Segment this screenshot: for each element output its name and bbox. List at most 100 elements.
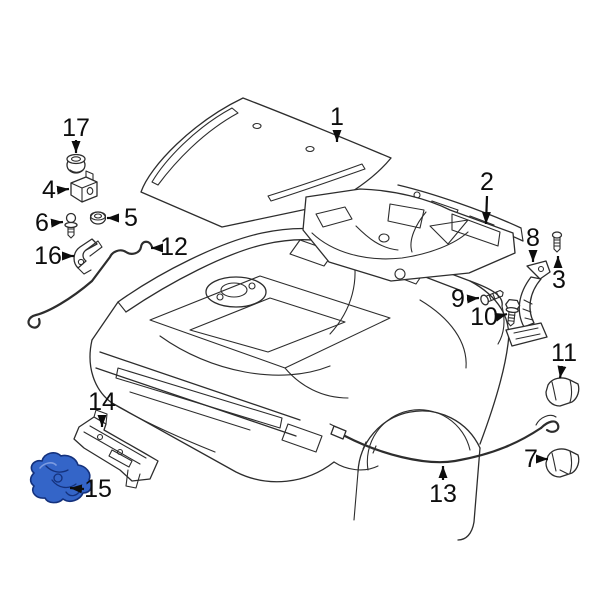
artwork-line — [89, 425, 147, 459]
artwork-line — [469, 280, 510, 445]
body-structure-illustration — [89, 184, 524, 541]
artwork-line — [539, 420, 560, 433]
callout-part-5[interactable]: 5 — [107, 204, 138, 232]
artwork-line — [520, 227, 524, 242]
artwork-line — [69, 169, 84, 173]
artwork-line — [362, 441, 377, 454]
part-8-hood-hinge[interactable] — [505, 260, 551, 347]
artwork-line — [53, 473, 63, 483]
label-part-16[interactable]: 16 — [34, 242, 62, 270]
label-part-6[interactable]: 6 — [35, 209, 49, 237]
artwork-line — [333, 461, 379, 471]
artwork-line — [457, 447, 481, 541]
artwork-line — [281, 423, 323, 453]
artwork-line — [481, 195, 491, 225]
callout-part-8[interactable]: 8 — [526, 224, 540, 262]
part-4-prop-rod-bracket[interactable] — [70, 170, 98, 203]
part-7-cable-clip[interactable] — [545, 448, 580, 478]
callout-part-13[interactable]: 13 — [429, 466, 457, 508]
artwork-line — [397, 184, 522, 229]
artwork-line — [67, 228, 75, 233]
part-13-hood-release-cable[interactable] — [329, 414, 560, 464]
label-part-2[interactable]: 2 — [480, 168, 494, 196]
part-3-hinge-screw[interactable] — [551, 231, 563, 253]
artwork-line — [66, 153, 86, 165]
artwork-line — [505, 322, 548, 347]
artwork-line — [83, 431, 141, 465]
artwork-line — [569, 450, 573, 474]
callout-part-6[interactable]: 6 — [35, 209, 64, 237]
callout-part-4[interactable]: 4 — [42, 176, 70, 204]
callout-part-1[interactable]: 1 — [330, 103, 344, 142]
callout-part-17[interactable]: 17 — [62, 114, 90, 153]
artwork-line — [86, 187, 94, 195]
artwork-line — [355, 225, 399, 251]
artwork-line — [557, 365, 567, 379]
label-part-13[interactable]: 13 — [429, 480, 457, 508]
label-part-12[interactable]: 12 — [160, 233, 188, 261]
artwork-line — [115, 367, 283, 429]
part-10-hinge-bolt[interactable] — [504, 298, 521, 327]
part-12-hood-prop-rod[interactable] — [27, 240, 154, 329]
callout-part-9[interactable]: 9 — [451, 285, 480, 313]
artwork-line — [77, 267, 92, 275]
artwork-line — [518, 276, 542, 328]
artwork-line — [252, 122, 262, 130]
artwork-line — [505, 306, 519, 314]
artwork-line — [89, 339, 335, 483]
part-9-hinge-front-screw[interactable] — [479, 288, 505, 306]
label-part-17[interactable]: 17 — [62, 114, 90, 142]
part-5-grommet-nut[interactable] — [89, 211, 107, 225]
artwork-line — [85, 240, 103, 257]
label-part-15[interactable]: 15 — [84, 475, 112, 503]
callouts: 1 2 3 4 5 6 7 8 — [34, 103, 577, 508]
artwork-line — [69, 484, 85, 494]
label-part-5[interactable]: 5 — [124, 204, 138, 232]
label-part-14[interactable]: 14 — [88, 388, 116, 416]
label-part-4[interactable]: 4 — [42, 176, 56, 204]
artwork-line — [419, 299, 467, 369]
artwork-line — [330, 425, 347, 440]
callout-part-14[interactable]: 14 — [88, 388, 116, 427]
callout-part-11[interactable]: 11 — [551, 339, 577, 379]
artwork-line — [108, 449, 133, 468]
callout-part-2[interactable]: 2 — [480, 168, 494, 225]
label-part-9[interactable]: 9 — [451, 285, 465, 313]
artwork-line — [248, 282, 256, 290]
artwork-line — [77, 258, 85, 266]
callout-part-10[interactable]: 10 — [470, 303, 508, 331]
part-11-hood-bumper[interactable] — [545, 377, 580, 407]
callout-part-15[interactable]: 15 — [69, 475, 112, 503]
artwork-line — [89, 211, 107, 221]
label-part-10[interactable]: 10 — [470, 303, 498, 331]
label-part-7[interactable]: 7 — [524, 445, 538, 473]
label-part-1[interactable]: 1 — [330, 103, 344, 131]
label-part-11[interactable]: 11 — [551, 339, 577, 367]
artwork-line — [189, 297, 346, 353]
artwork-line — [551, 381, 557, 401]
artwork-line — [56, 185, 70, 195]
part-6-ball-stud-bolt[interactable] — [64, 212, 78, 239]
callout-part-12[interactable]: 12 — [151, 233, 188, 261]
part-15-hood-latch[interactable] — [29, 452, 93, 504]
artwork-line — [70, 156, 82, 162]
artwork-line — [387, 203, 425, 229]
artwork-line — [93, 409, 108, 425]
label-part-8[interactable]: 8 — [526, 224, 540, 252]
part-2-hood-insulation-pad[interactable] — [302, 188, 516, 282]
part-16-prop-rod-clip[interactable] — [73, 238, 103, 275]
artwork-line — [410, 211, 427, 253]
artwork-line — [96, 433, 104, 441]
callout-part-16[interactable]: 16 — [34, 242, 74, 270]
callout-part-3[interactable]: 3 — [552, 256, 566, 294]
artwork-line — [394, 268, 406, 280]
artwork-line — [535, 414, 557, 426]
artwork-line — [149, 275, 391, 369]
artwork-line — [357, 410, 481, 473]
artwork-line — [205, 276, 267, 308]
part-17-grommet[interactable] — [66, 153, 86, 174]
callout-part-7[interactable]: 7 — [524, 445, 548, 473]
artwork-line — [480, 294, 489, 306]
label-part-3[interactable]: 3 — [552, 266, 566, 294]
